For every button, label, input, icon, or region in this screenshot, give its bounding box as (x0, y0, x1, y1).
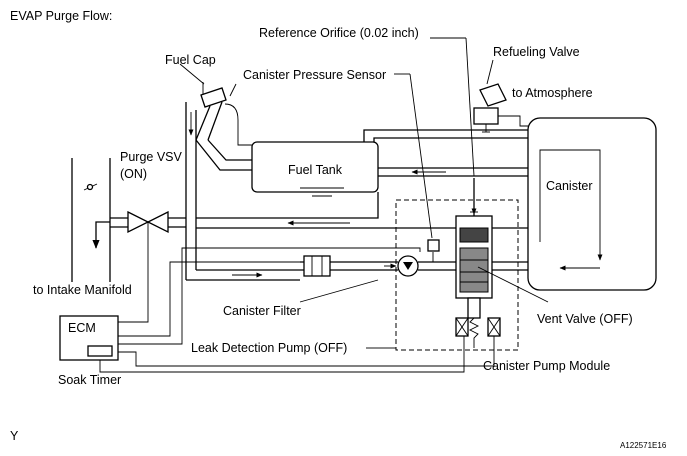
canister-filter-label: Canister Filter (223, 304, 301, 318)
leak-detection-pump-label: Leak Detection Pump (OFF) (191, 341, 347, 355)
purge-vsv-label-line2: (ON) (120, 167, 147, 181)
canister-pressure-sensor (427, 239, 440, 262)
vent-valve-solenoid (455, 317, 501, 348)
ecm-box (59, 315, 119, 361)
diagram-title: EVAP Purge Flow: (10, 9, 112, 23)
canister-filter (303, 255, 331, 277)
to-atmosphere-label: to Atmosphere (512, 86, 593, 100)
corner-mark: Y (10, 429, 19, 443)
intake-manifold-pipe (71, 158, 111, 282)
figure-code: A122571E16 (620, 441, 667, 450)
canister-label: Canister (546, 179, 593, 193)
reference-orifice-label: Reference Orifice (0.02 inch) (259, 26, 419, 40)
refueling-valve-label: Refueling Valve (493, 45, 580, 59)
canister-pump-module-box (395, 199, 519, 351)
leak-detection-pump (397, 255, 419, 277)
refueling-valve (473, 83, 540, 133)
canister (527, 117, 657, 291)
purge-vsv-valve (110, 210, 186, 236)
ecm-label: ECM (68, 321, 96, 335)
purge-vsv-label-line1: Purge VSV (120, 150, 183, 164)
fuel-filler-neck (195, 82, 255, 171)
canister-pressure-sensor-label: Canister Pressure Sensor (243, 68, 386, 82)
purge-line (185, 102, 300, 281)
vent-valve-label: Vent Valve (OFF) (537, 312, 633, 326)
vent-valve (455, 178, 493, 319)
fuel-tank-label: Fuel Tank (288, 163, 343, 177)
fuel-tank (196, 129, 540, 229)
canister-pump-module-label: Canister Pump Module (483, 359, 610, 373)
soak-timer-label: Soak Timer (58, 373, 121, 387)
to-intake-manifold-label: to Intake Manifold (33, 283, 132, 297)
fuel-cap-label: Fuel Cap (165, 53, 216, 67)
